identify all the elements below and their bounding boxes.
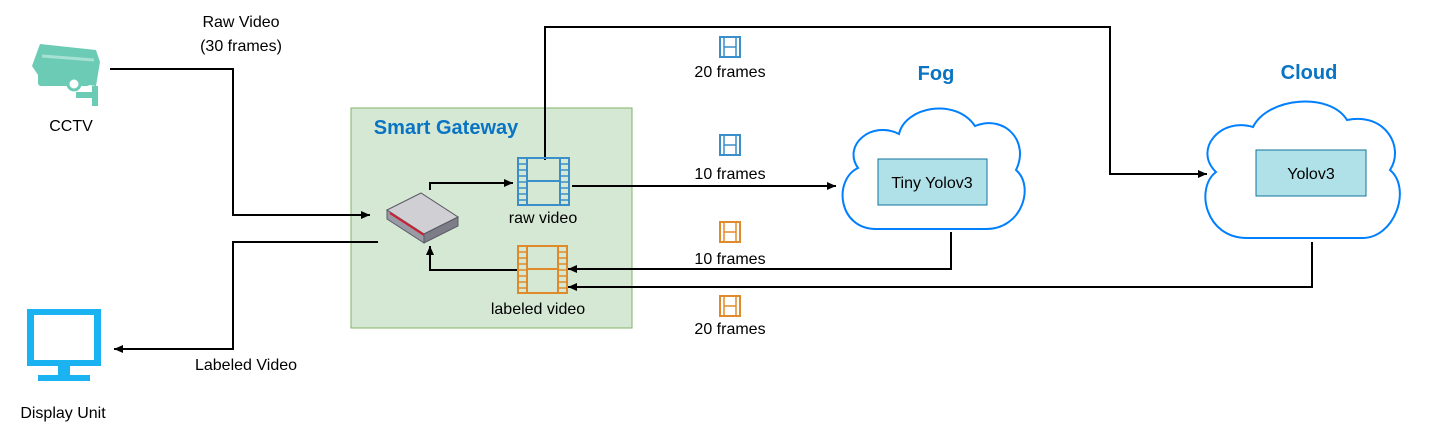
edge-labeled-video: [114, 241, 378, 353]
fog-model-box: [877, 158, 988, 206]
cloud-model-label: Yolov3: [1287, 166, 1335, 183]
fog-model-label: Tiny Yolov3: [891, 175, 972, 192]
labeled-video-node-label: labeled video: [491, 301, 585, 318]
film-icon-to-cloud: [719, 36, 741, 58]
film-icon-to-fog: [719, 134, 741, 156]
edge-label-from-fog: 10 frames: [694, 251, 765, 268]
edge-from-cloud: [568, 242, 1313, 291]
cctv-label: CCTV: [49, 118, 93, 135]
raw-video-node-label: raw video: [509, 210, 578, 227]
cctv-camera-icon: [32, 44, 100, 106]
edge-label-to-cloud: 20 frames: [694, 64, 765, 81]
labeled-video-film-icon: [517, 245, 568, 294]
edge-to-cloud: [544, 26, 1207, 178]
edge-raw-video: [110, 68, 370, 219]
cloud-title: Cloud: [1281, 62, 1338, 84]
raw-video-label: Raw Video (30 frames): [200, 14, 282, 55]
fog-title: Fog: [918, 63, 955, 85]
edge-label-from-cloud: 20 frames: [694, 321, 765, 338]
film-icon-from-cloud: [719, 295, 741, 317]
cloud-node: Cloud Yolov3: [1204, 62, 1401, 240]
edge-from-fog: [568, 232, 952, 273]
router-icon: [385, 192, 460, 244]
raw-video-label-line1: Raw Video: [202, 14, 279, 31]
raw-video-film-icon: [517, 157, 570, 206]
raw-video-label-line2: (30 frames): [200, 38, 282, 55]
film-icon-from-fog: [719, 221, 741, 243]
cloud-model-box: [1255, 149, 1367, 197]
display-unit-label: Display Unit: [20, 405, 106, 422]
connectors: [110, 26, 1313, 353]
edge-label-to-fog: 10 frames: [694, 166, 765, 183]
labeled-video-edge-label: Labeled Video: [195, 357, 297, 374]
fog-node: Fog Tiny Yolov3: [841, 63, 1026, 231]
edge-router-to-raw: [429, 179, 513, 190]
monitor-icon: [27, 309, 101, 381]
edge-labeled-to-router: [426, 246, 518, 271]
smart-gateway-title: Smart Gateway: [374, 117, 519, 139]
